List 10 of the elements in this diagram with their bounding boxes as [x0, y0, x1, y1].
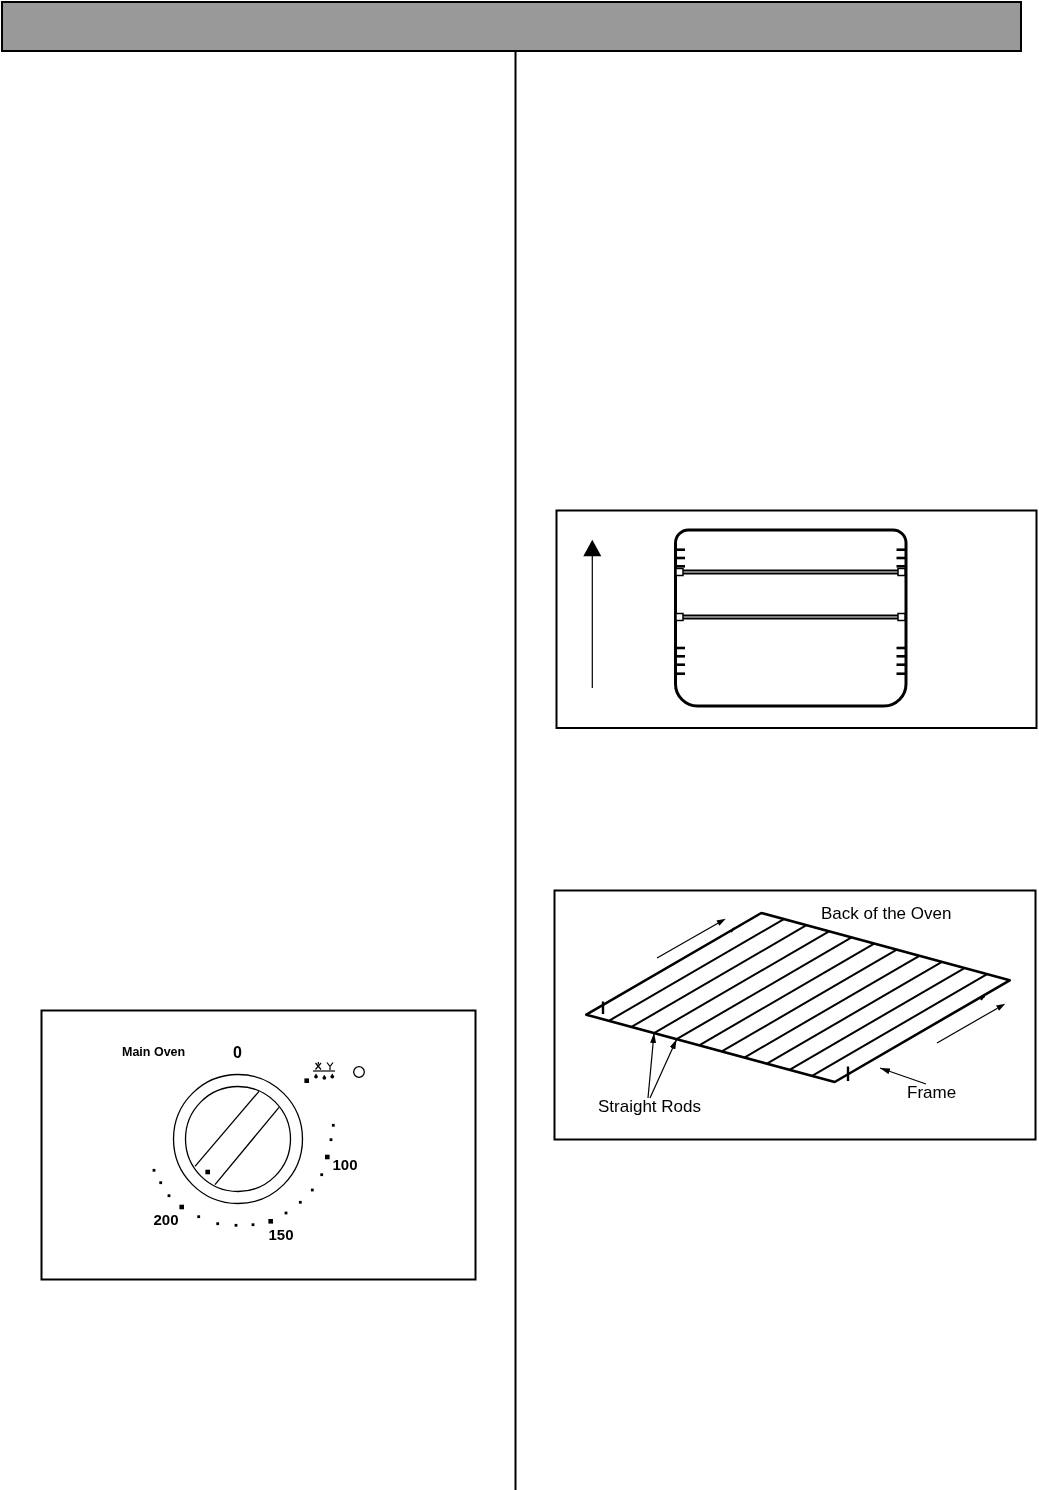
scale-number: 200: [153, 1212, 179, 1229]
leader-line: [647, 1032, 657, 1099]
scale-number: 0: [233, 1044, 242, 1062]
dial-label: Main Oven: [122, 1045, 186, 1060]
scale-number: 150: [268, 1227, 294, 1244]
scale-number: 100: [332, 1157, 358, 1174]
leader-line: [649, 1038, 678, 1099]
callout-label: Frame: [907, 1084, 957, 1103]
part-label: Back of the Oven: [821, 905, 952, 924]
callout-label: Straight Rods: [598, 1098, 701, 1117]
